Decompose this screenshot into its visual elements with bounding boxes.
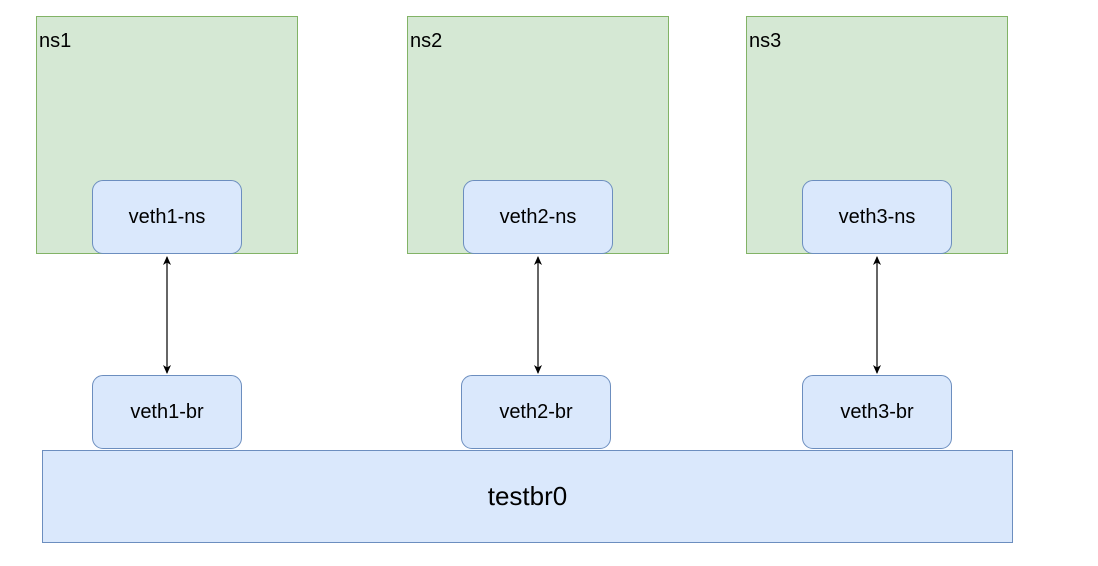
bridge-testbr0[interactable]: testbr0 — [42, 450, 1013, 543]
veth2-br-node[interactable]: veth2-br — [461, 375, 611, 449]
namespace-label: ns2 — [410, 30, 443, 52]
veth3-br-node[interactable]: veth3-br — [802, 375, 952, 449]
veth2-ns-node[interactable]: veth2-ns — [463, 180, 613, 254]
veth1-br-node[interactable]: veth1-br — [92, 375, 242, 449]
veth1-ns-node[interactable]: veth1-ns — [92, 180, 242, 254]
veth3-ns-node[interactable]: veth3-ns — [802, 180, 952, 254]
namespace-label: ns1 — [39, 30, 72, 52]
namespace-label: ns3 — [749, 30, 782, 52]
